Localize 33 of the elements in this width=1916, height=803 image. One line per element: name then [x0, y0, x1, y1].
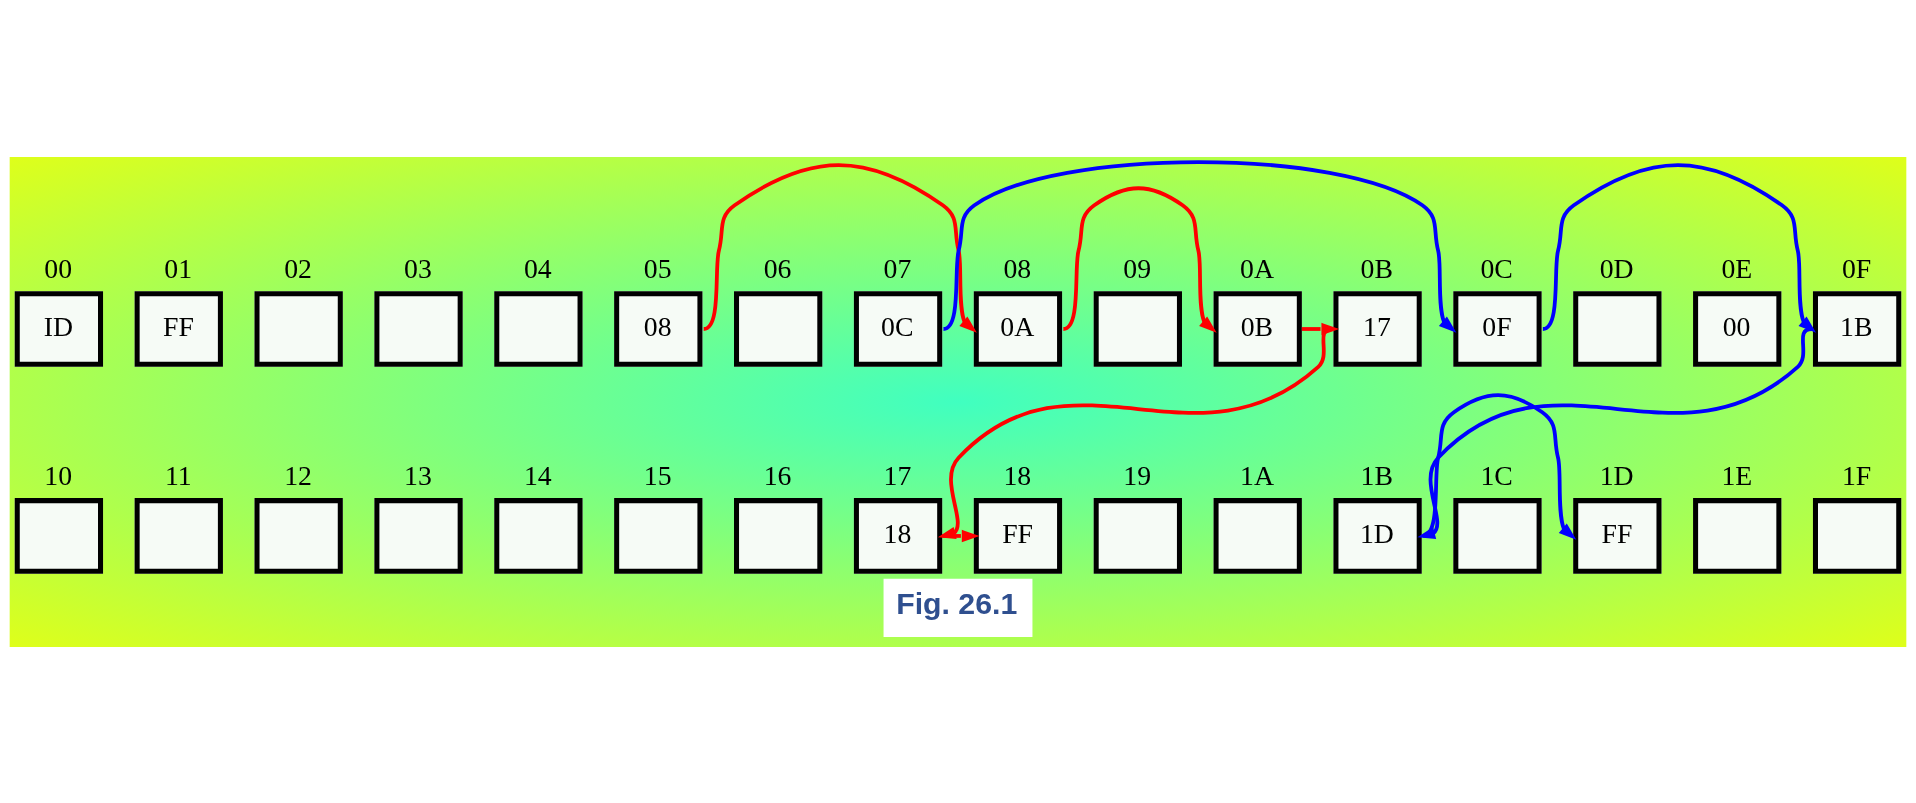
node-label: 0F — [1841, 252, 1872, 284]
node-label: 0E — [1721, 252, 1753, 284]
node-label: 10 — [44, 459, 73, 491]
node-label: 03 — [404, 252, 432, 284]
node-label: 1A — [1240, 459, 1274, 491]
node-label: 18 — [1003, 459, 1032, 491]
node-label: 0A — [1240, 252, 1274, 284]
node-label: 1B — [1360, 459, 1393, 491]
node-label: 1D — [1599, 459, 1634, 491]
node-label: 0C — [1480, 252, 1513, 284]
node-label: 16 — [763, 459, 792, 491]
node-label: 1E — [1721, 459, 1753, 491]
node-label: 04 — [523, 252, 552, 284]
node-label: 19 — [1123, 459, 1152, 491]
node-label: 1F — [1841, 459, 1872, 491]
node-label: 01 — [164, 252, 193, 284]
node-label: 08 — [1003, 252, 1032, 284]
node-label: 14 — [523, 459, 552, 491]
node-label: 09 — [1123, 252, 1152, 284]
node-label: 12 — [284, 459, 312, 491]
node-label: 1C — [1480, 459, 1513, 491]
node-label: 0B — [1360, 252, 1393, 284]
node-label: 05 — [643, 252, 672, 284]
node-label: 17 — [883, 459, 912, 491]
node-label: 02 — [284, 252, 312, 284]
node-label: 00 — [44, 252, 73, 284]
node-label: 0D — [1599, 252, 1634, 284]
node-label: 11 — [164, 459, 192, 491]
node-label: 07 — [883, 252, 912, 284]
node-label: 06 — [763, 252, 792, 284]
node-label: 15 — [643, 459, 672, 491]
node-label: 13 — [404, 459, 432, 491]
caption: Fig. 26.1 — [896, 586, 1018, 620]
